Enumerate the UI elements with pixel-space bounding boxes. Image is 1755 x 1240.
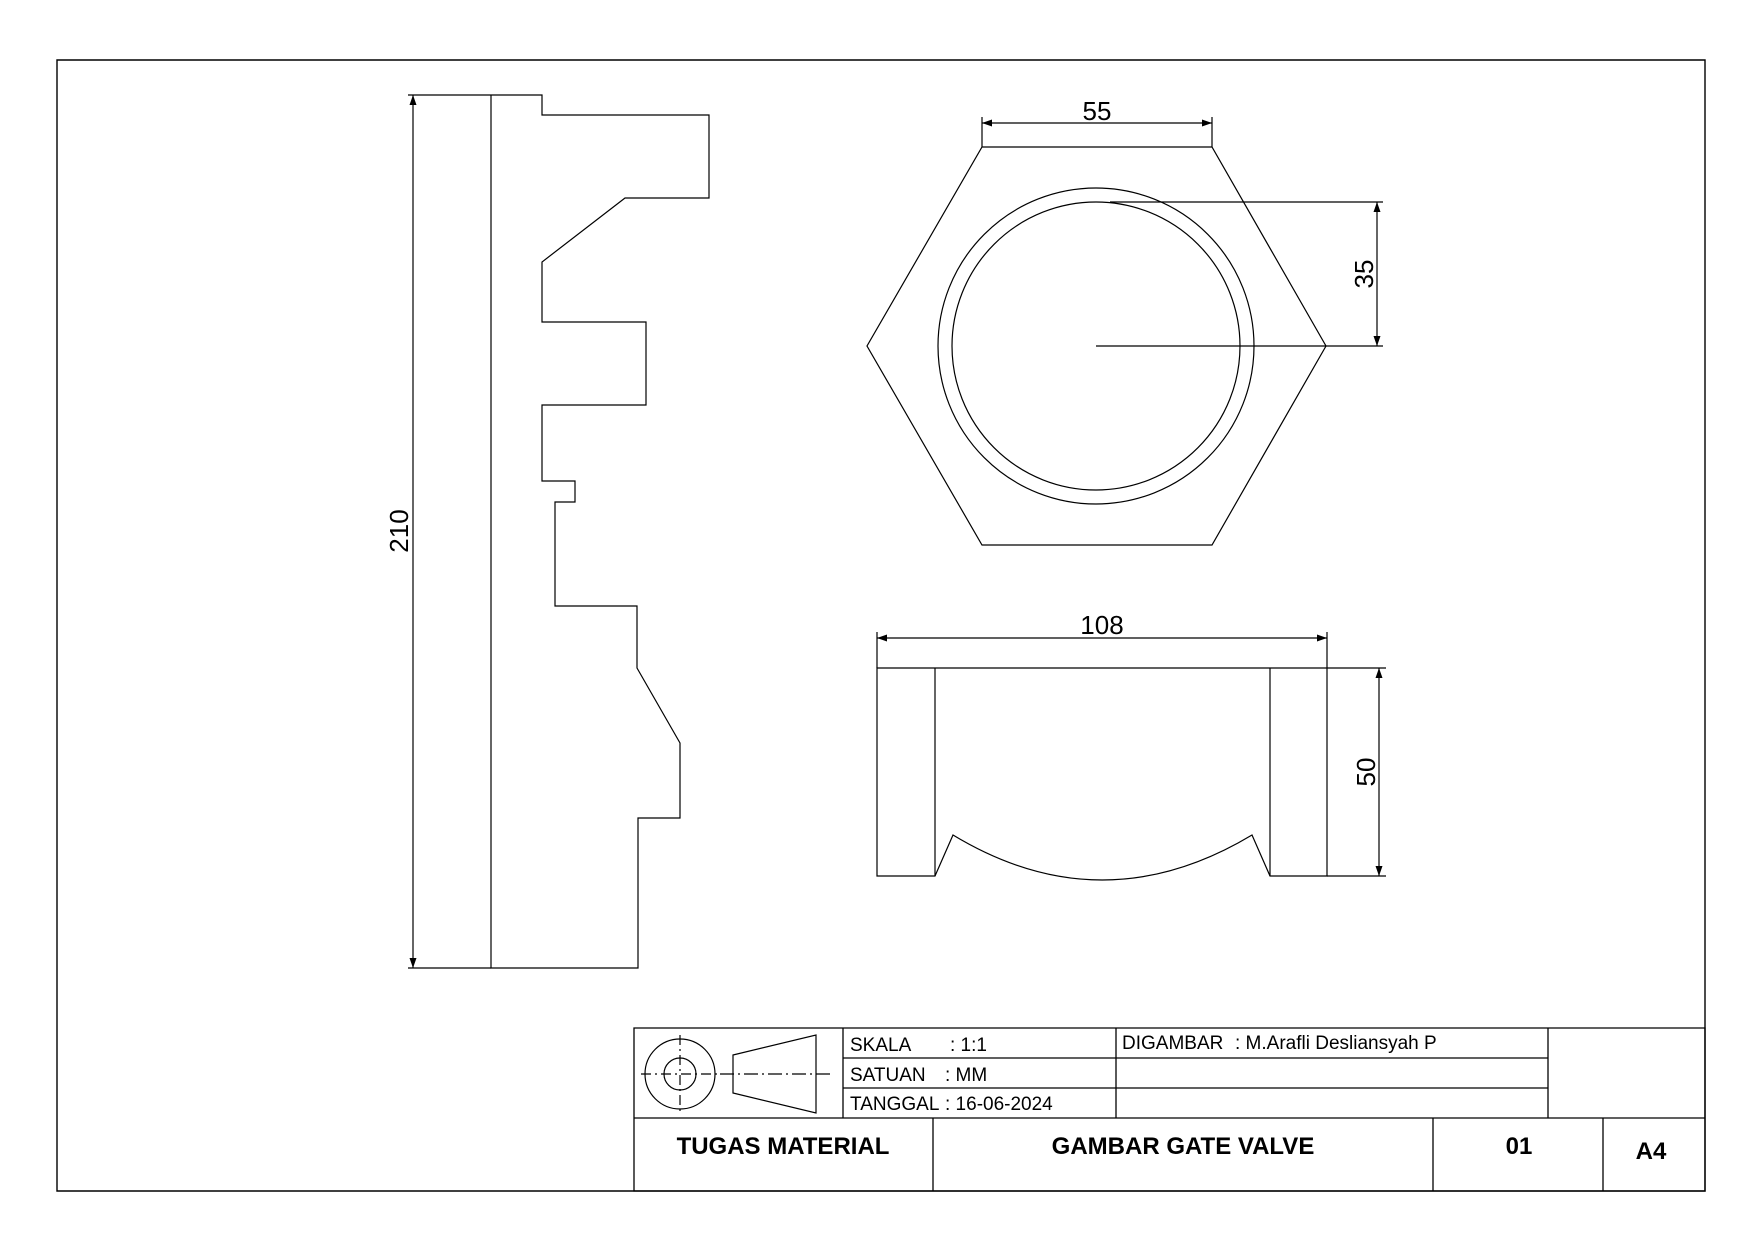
skala-value: : 1:1 (950, 1035, 987, 1056)
front-view-outline (877, 668, 1327, 880)
tanggal-label: TANGGAL (850, 1094, 939, 1115)
side-view-outline (491, 95, 709, 968)
hex-width-dimension: 55 (1083, 96, 1112, 126)
drawing-title: GAMBAR GATE VALVE (1052, 1133, 1315, 1160)
skala-label: SKALA (850, 1035, 912, 1056)
top-view (867, 117, 1383, 545)
assignment-title: TUGAS MATERIAL (677, 1133, 890, 1160)
digambar-label: DIGAMBAR (1122, 1033, 1223, 1054)
projection-symbol-icon (641, 1035, 830, 1113)
sheet-number: 01 (1506, 1133, 1533, 1160)
front-width-dimension: 108 (1080, 610, 1123, 640)
hex-radius-dimension: 35 (1349, 260, 1379, 289)
side-height-dimension: 210 (384, 509, 414, 552)
drawing-frame (57, 60, 1705, 1191)
title-block (634, 1028, 1705, 1191)
front-height-dimension: 50 (1351, 758, 1381, 787)
front-view (877, 632, 1386, 880)
tanggal-value: : 16-06-2024 (945, 1094, 1053, 1115)
satuan-label: SATUAN (850, 1065, 926, 1086)
satuan-value: : MM (945, 1065, 987, 1086)
side-view (408, 95, 709, 968)
paper-size: A4 (1636, 1138, 1667, 1165)
digambar-value: : M.Arafli Desliansyah P (1235, 1033, 1437, 1054)
